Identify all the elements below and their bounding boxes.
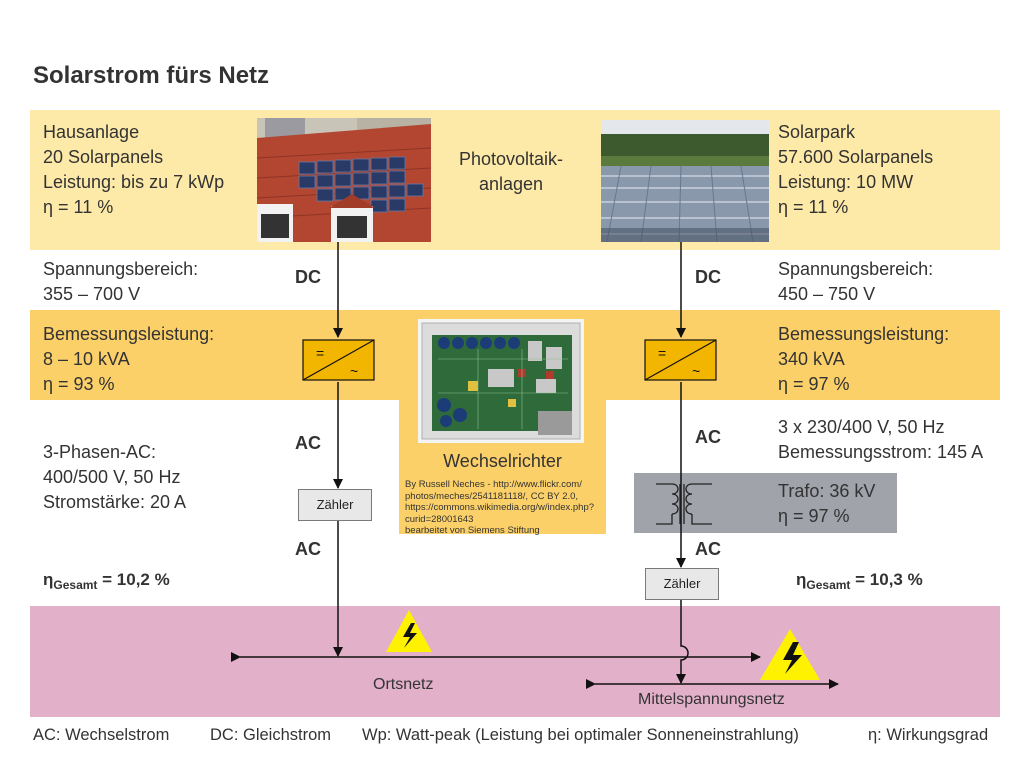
high-voltage-icon-large (760, 629, 820, 680)
wechselrichter-label: Wechselrichter (443, 451, 562, 471)
right-eta-total: ηGesamt = 10,3 % (796, 570, 923, 592)
legend-ac: AC: Wechselstrom (33, 726, 170, 744)
band-pv-systems (30, 110, 1000, 250)
page-title: Solarstrom fürs Netz (33, 62, 270, 89)
legend-dc: DC: Gleichstrom (210, 726, 332, 744)
inverter-symbol-left: = ~ (302, 339, 375, 381)
right-ac-label-1: AC (695, 427, 721, 447)
high-voltage-icon-small (386, 610, 432, 652)
right-ac-label-2: AC (695, 539, 721, 559)
inverter-photo (418, 319, 584, 443)
svg-text:=: = (316, 345, 324, 361)
svg-text:=: = (658, 345, 666, 361)
trafo-box (634, 473, 897, 533)
left-eta-total: ηGesamt = 10,2 % (43, 570, 170, 592)
svg-text:~: ~ (350, 363, 358, 379)
right-spannung-text: Spannungsbereich:450 – 750 V (778, 259, 934, 304)
transformer-symbol (656, 483, 712, 525)
solar-park-photo (601, 120, 769, 242)
left-meter: Zähler (298, 489, 372, 521)
inverter-symbol-right: = ~ (644, 339, 717, 381)
photo-credit: By Russell Neches - http://www.flickr.co… (405, 479, 595, 536)
mittelspannungsnetz-label: Mittelspannungsnetz (638, 691, 785, 708)
legend-eta: η: Wirkungsgrad (868, 726, 989, 744)
ortsnetz-label: Ortsnetz (373, 676, 434, 693)
legend-wp: Wp: Watt-peak (Leistung bei optimaler So… (362, 726, 799, 744)
svg-text:~: ~ (692, 363, 700, 379)
left-ac-label-2: AC (295, 539, 321, 559)
right-meter: Zähler (645, 568, 719, 600)
right-dc-label: DC (695, 267, 721, 287)
house-solar-photo (257, 118, 431, 242)
left-ac-label-1: AC (295, 433, 321, 453)
right-grid-line (676, 599, 689, 684)
pv-label: Photovoltaik-anlagen (459, 149, 564, 194)
left-spannung-text: Spannungsbereich:355 – 700 V (43, 259, 199, 304)
left-dc-label: DC (295, 267, 321, 287)
